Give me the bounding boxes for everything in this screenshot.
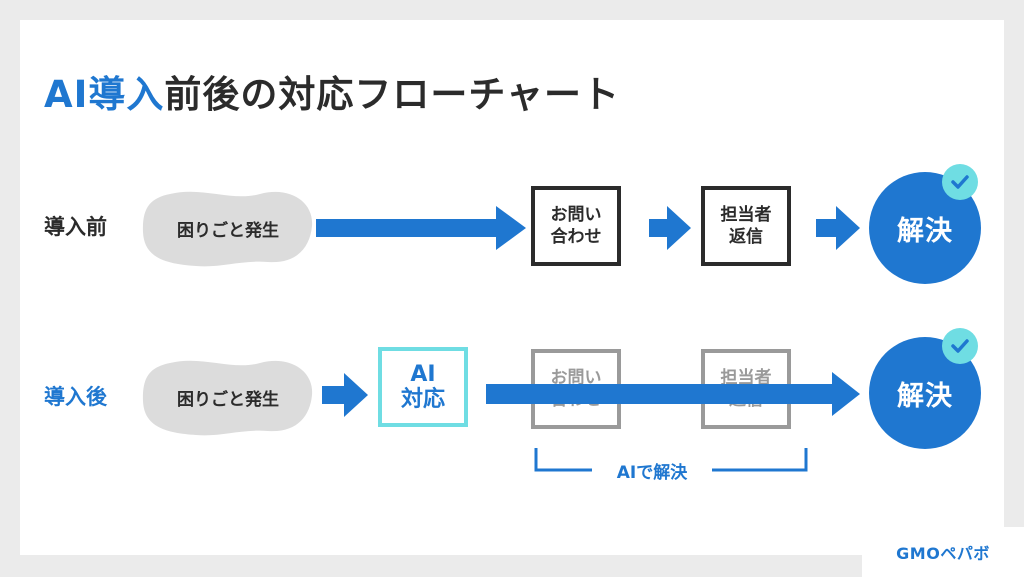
step-inquiry-before: お問い 合わせ: [531, 186, 621, 266]
page-title: AI導入前後の対応フローチャート: [44, 76, 620, 113]
ai-response-box: AI 対応: [378, 347, 468, 427]
bracket-label: AIで解決: [592, 458, 712, 483]
trigger-text-before: 困りごと発生: [177, 220, 279, 241]
row-label-after: 導入後: [44, 385, 107, 409]
step-inquiry-line1: お問い: [550, 204, 602, 225]
right-arrow-icon: [322, 373, 368, 417]
ai-box-line1: AI: [410, 361, 436, 387]
slide-background: [20, 20, 1004, 555]
skip-arrow-icon: [486, 372, 860, 416]
step-inquiry-line2: 合わせ: [550, 227, 602, 247]
cloud-blob-shape: [142, 360, 313, 436]
title-highlight: AI導入: [44, 73, 165, 116]
faded-inquiry-line1: お問い: [550, 367, 602, 388]
trigger-blob-before: 困りごと発生: [140, 188, 316, 268]
step-reply-line2: 返信: [729, 227, 763, 247]
faded-reply-line1: 担当者: [720, 367, 772, 388]
row-label-before: 導入前: [44, 215, 107, 239]
brand-logo: GMOペパボ: [862, 527, 1024, 577]
step-reply-before: 担当者 返信: [701, 186, 791, 266]
right-arrow-icon: [316, 206, 526, 250]
trigger-text-after: 困りごと発生: [177, 389, 279, 410]
cloud-blob-shape: [142, 191, 313, 267]
trigger-blob-after: 困りごと発生: [140, 357, 316, 437]
check-icon: [942, 328, 978, 364]
title-rest: 前後の対応フローチャート: [164, 73, 621, 116]
check-icon: [942, 164, 978, 200]
step-reply-line1: 担当者: [720, 204, 772, 225]
right-arrow-icon: [816, 206, 860, 250]
ai-box-line2: 対応: [400, 387, 445, 412]
right-arrow-icon: [649, 206, 691, 250]
